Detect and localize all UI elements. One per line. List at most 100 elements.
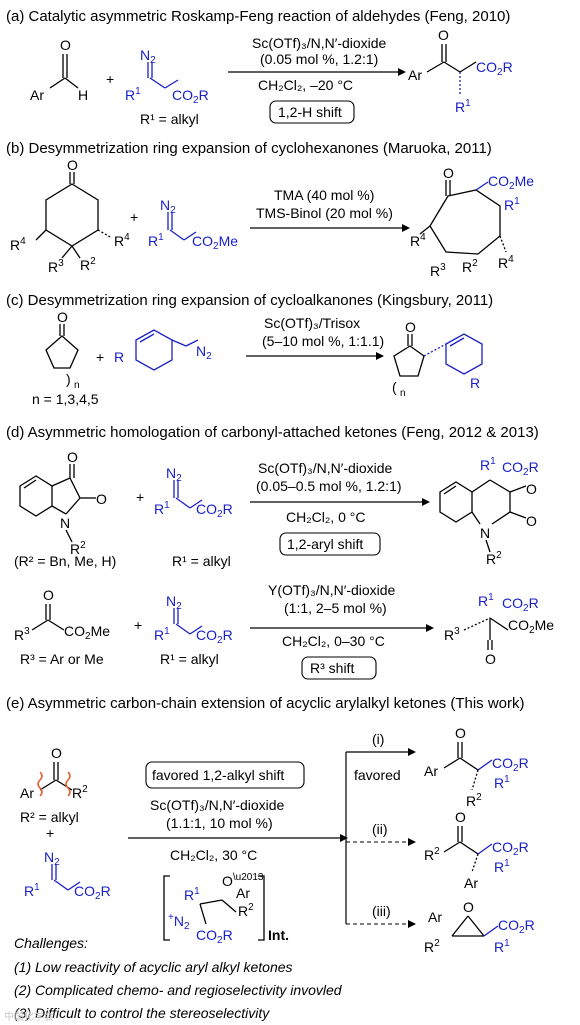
svg-text:R2: R2 <box>238 902 254 919</box>
svg-text:R2: R2 <box>424 846 440 863</box>
svg-text:N: N <box>480 525 490 541</box>
svg-text:CO2Me: CO2Me <box>64 623 110 642</box>
svg-text:Ar: Ar <box>464 875 478 891</box>
svg-text:): ) <box>66 371 71 387</box>
reagent-d1-2: (0.05–0.5 mol %, 1.2:1) <box>256 478 402 494</box>
svg-text:R1: R1 <box>184 886 200 903</box>
svg-text:Ar: Ar <box>428 909 442 925</box>
svg-text:CO2R: CO2R <box>476 59 513 78</box>
r2-note-e: R² = alkyl <box>20 809 79 825</box>
arylalkyl-ketone: Ar O R2 <box>20 745 88 801</box>
challenge-item-1: (1) Low reactivity of acyclic aryl alkyl… <box>14 959 293 975</box>
r2-note-d: (R² = Bn, Me, H) <box>14 553 116 569</box>
reagent-a-3: CH₂Cl₂, –20 °C <box>258 77 353 93</box>
reagent-d2-2: (1:1, 2–5 mol %) <box>284 600 387 616</box>
challenge-item-3: (3) Difficult to control the stereoselec… <box>14 1005 270 1021</box>
svg-text:Ar: Ar <box>236 885 250 901</box>
ring-expanded-product-c: O R ( n <box>392 319 483 399</box>
svg-text:R1: R1 <box>154 500 170 517</box>
isatin-structure: O O N R2 <box>19 449 107 557</box>
plus-d1: + <box>136 489 144 505</box>
svg-text:R3: R3 <box>14 626 30 643</box>
svg-text:O: O <box>463 899 474 915</box>
heading-c: (c) Desymmetrization ring expansion of c… <box>6 292 493 309</box>
svg-text:n: n <box>74 380 80 391</box>
ketoester-structure: R3 O CO2Me <box>14 587 110 643</box>
svg-text:Ar: Ar <box>20 785 34 801</box>
reagent-b-1: TMA (40 mol %) <box>274 187 374 203</box>
svg-text:O: O <box>443 165 454 181</box>
svg-text:Ar: Ar <box>424 763 438 779</box>
svg-text:R2: R2 <box>466 792 482 809</box>
svg-text:R2: R2 <box>424 938 440 955</box>
reagent-d2-3: CH₂Cl₂, 0–30 °C <box>282 633 385 649</box>
shift-box-d1 <box>279 532 381 556</box>
heading-b: (b) Desymmetrization ring expansion of c… <box>6 140 492 157</box>
svg-text:O: O <box>526 481 537 497</box>
plus-c: + <box>96 349 104 365</box>
reagent-e-1: Sc(OTf)₃/N,N′-dioxide <box>150 797 285 813</box>
shift-label-d2: R³ shift <box>310 660 354 676</box>
svg-text:O: O <box>67 157 78 173</box>
svg-text:R1: R1 <box>504 196 520 213</box>
product-i: Ar O CO2R R1 R2 <box>424 725 529 809</box>
svg-text:O: O <box>455 809 466 825</box>
diazoester-d2: N2 R1 CO2R <box>154 593 233 646</box>
svg-text:CO2R: CO2R <box>196 927 233 946</box>
svg-text:CO2R: CO2R <box>74 883 111 902</box>
svg-text:CO2Me: CO2Me <box>508 617 554 636</box>
reagent-e-2: (1.1:1, 10 mol %) <box>166 815 273 831</box>
path-iii-label: (iii) <box>372 903 391 919</box>
intermediate-bracket: R1 O\u2013 Ar R2 +N2 CO2R <box>163 872 265 946</box>
heading-e: (e) Asymmetric carbon-chain extension of… <box>6 695 525 712</box>
plus-e: + <box>46 825 54 841</box>
svg-text:R1: R1 <box>494 774 510 791</box>
plus-b: + <box>130 209 138 225</box>
reagent-e-3: CH₂Cl₂, 30 °C <box>170 847 257 863</box>
watermark: 中国化学会 <box>4 1010 54 1023</box>
reagent-d1-3: CH₂Cl₂, 0 °C <box>286 509 365 525</box>
svg-text:R1: R1 <box>125 86 141 103</box>
homologated-product-d2: R1 CO2R R3 CO2Me O <box>444 592 554 667</box>
svg-text:CO2Me: CO2Me <box>192 233 238 252</box>
svg-text:H: H <box>78 87 88 103</box>
path-i-note: favored <box>354 767 401 783</box>
svg-text:O: O <box>67 449 78 465</box>
path-i-label: (i) <box>372 731 384 747</box>
svg-text:O: O <box>438 27 449 43</box>
svg-text:CO2R: CO2R <box>492 755 529 774</box>
svg-text:R1: R1 <box>494 938 510 955</box>
reagent-d1-1: Sc(OTf)₃/N,N′-dioxide <box>258 460 393 476</box>
reagent-a-2: (0.05 mol %, 1.2:1) <box>260 51 378 67</box>
aldehyde-structure: O Ar H <box>30 37 88 103</box>
diazoester-b: N2 R1 CO2Me <box>148 197 238 252</box>
svg-text:R1: R1 <box>154 626 170 643</box>
svg-text:Ar: Ar <box>408 67 422 83</box>
favored-box <box>145 761 305 789</box>
svg-text:R3: R3 <box>430 262 446 279</box>
reagent-d2-1: Y(OTf)₃/N,N′-dioxide <box>268 582 396 598</box>
reagent-b-2: TMS-Binol (20 mol %) <box>256 205 393 221</box>
svg-text:CO2R: CO2R <box>502 459 539 478</box>
shift-box-d2 <box>301 656 377 680</box>
svg-text:O: O <box>96 491 107 507</box>
reagent-c-1: Sc(OTf)₃/Trisox <box>264 315 360 331</box>
reagent-c-2: (5–10 mol %, 1:1.1) <box>262 333 384 349</box>
svg-text:CO2R: CO2R <box>172 87 209 106</box>
svg-text:R1: R1 <box>480 456 496 473</box>
svg-text:R: R <box>114 349 124 365</box>
svg-text:(: ( <box>392 379 397 395</box>
n-note-c: n = 1,3,4,5 <box>32 391 99 407</box>
svg-text:O: O <box>526 513 537 529</box>
r1-note-d1: R¹ = alkyl <box>172 553 231 569</box>
svg-text:O: O <box>405 319 416 335</box>
svg-text:R2: R2 <box>486 550 502 567</box>
svg-text:R4: R4 <box>410 232 426 249</box>
r1-note-a: R¹ = alkyl <box>140 111 199 127</box>
cycloheptanone-product: O CO2Me R1 R4 R4 R3 R2 <box>410 165 534 279</box>
diazoester-a: N2 R1 CO2R <box>125 47 209 106</box>
svg-text:R2: R2 <box>80 256 96 273</box>
path-ii-label: (ii) <box>372 821 388 837</box>
svg-text:O: O <box>57 309 68 325</box>
